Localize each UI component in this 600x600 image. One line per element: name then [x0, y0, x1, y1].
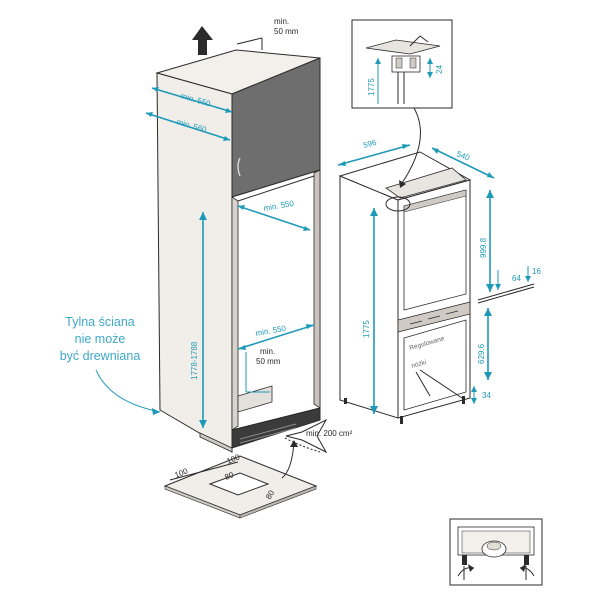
plinth-board-edge-right [239, 485, 317, 519]
fridge-dimensions: 596 540 1775 999.8 64 16 629.6 34 [337, 107, 541, 414]
dim-fridge-width: 596 [362, 138, 378, 150]
cabinet-base-side [199, 432, 233, 453]
cabinet-inner-right-wall [313, 169, 321, 409]
plinth-grille [239, 423, 297, 444]
feet-detail-inset [449, 518, 543, 586]
dim-gap-64: 64 [512, 274, 521, 283]
cabinet [155, 49, 321, 453]
dim-inset-24: 24 [435, 65, 444, 74]
airflow-up-arrow [192, 26, 213, 55]
fridge-side [339, 175, 399, 419]
rear-wall-note-line3: być drewniana [60, 349, 141, 363]
dim-height-range: 1778-1788 [190, 341, 199, 380]
dim-fridge-height: 1775 [362, 320, 371, 338]
fridge-top-panel [385, 167, 467, 199]
mounting-rail [477, 283, 535, 301]
cabinet-plinth [231, 407, 321, 449]
dim-lower-door: 629.6 [477, 343, 486, 364]
fridge-feet [344, 396, 465, 424]
dim-bottom-34: 34 [482, 391, 491, 400]
dim-min-50-top: min. [274, 17, 289, 26]
divider-slots [409, 310, 459, 325]
dim-gap-16: 16 [532, 267, 541, 276]
dim-min-50-low: min. [260, 347, 275, 356]
rear-wall-note-line1: Tylna ściana [65, 315, 135, 329]
dim-vent-area: min. 200 cm² [306, 429, 353, 438]
fridge: Regulowane nóżki [338, 151, 535, 424]
plinth-cutout [208, 472, 270, 496]
dim-fridge-depth: 540 [455, 149, 471, 162]
fridge-lower-door [403, 319, 467, 411]
top-detail-inset: 1775 24 [351, 19, 453, 109]
dim-plinth-80a: 80 [223, 470, 235, 482]
vent-arrow [285, 418, 328, 454]
door-handle [237, 157, 241, 177]
dim-upper-door: 999.8 [479, 237, 488, 258]
plinth-detail: 100 100 80 80 [163, 440, 318, 519]
rear-wall-note-line2: nie może [75, 332, 126, 346]
fridge-divider [397, 301, 471, 333]
vent-airflow: min. 200 cm² [284, 418, 353, 454]
note-adjustable-feet-2: nóżki [411, 359, 428, 370]
dim-min-50-low-unit: 50 mm [256, 357, 281, 366]
cabinet-inner-left-wall [231, 196, 239, 431]
dim-min-50-top-unit: 50 mm [274, 27, 299, 36]
rear-wall-note: Tylna ściana nie może być drewniana [60, 315, 141, 363]
dim-inset-1775: 1775 [367, 78, 376, 96]
